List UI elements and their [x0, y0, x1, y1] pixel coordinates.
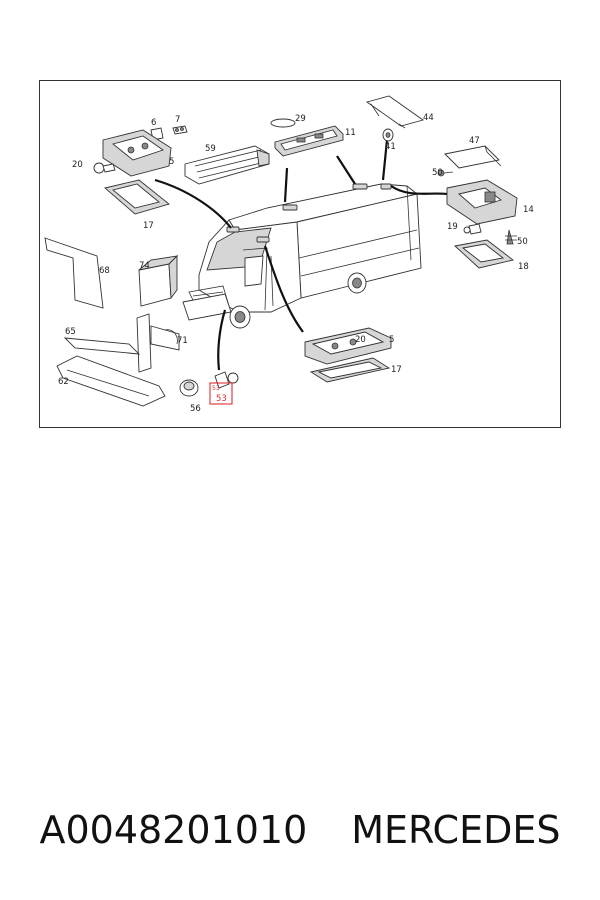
- part-62-lamp-bar: [56, 355, 166, 407]
- part-74-box: [138, 254, 179, 307]
- part-caption: A0048201010 MERCEDES: [0, 800, 600, 860]
- part-20-bulb-top: [93, 162, 116, 174]
- part-50-screw-bottom: [505, 229, 517, 245]
- label-20-bottom: 20: [355, 335, 366, 345]
- label-44: 44: [423, 113, 434, 123]
- part-14-lamp-housing: [446, 179, 518, 225]
- van-illustration: [182, 183, 422, 329]
- label-56: 56: [190, 404, 201, 414]
- label-5-top: 5: [169, 157, 174, 167]
- part-labels: 6 7 29 44 11 59 41 47 20 5 17 50 14 19 5…: [58, 113, 534, 414]
- part-68-panel: [44, 237, 104, 309]
- part-56-cap: [179, 379, 199, 397]
- part-number: A0048201010: [39, 808, 308, 852]
- label-68: 68: [99, 266, 110, 276]
- part-18-lens: [454, 239, 515, 269]
- part-17-lens-bottom: [309, 357, 391, 383]
- part-41-grommet: [382, 128, 394, 142]
- part-7-connector: [172, 125, 188, 135]
- brand-name: MERCEDES: [351, 808, 561, 852]
- part-5-lamp-base-bottom: [304, 327, 392, 365]
- label-29: 29: [295, 114, 306, 124]
- label-17-bottom: 17: [391, 365, 402, 375]
- exploded-view-drawing: 6 7 29 44 11 59 41 47 20 5 17 50 14 19 5…: [39, 80, 561, 428]
- label-47: 47: [469, 136, 480, 146]
- label-18: 18: [518, 262, 529, 272]
- label-65: 65: [65, 327, 76, 337]
- part-5-lamp-base-top: [102, 129, 172, 177]
- label-17-top: 17: [143, 221, 154, 231]
- part-59-long-lamp: [184, 145, 270, 185]
- label-53-small: 53: [212, 385, 220, 392]
- label-74: 74: [139, 261, 150, 271]
- part-29-clip: [270, 118, 296, 128]
- connection-arrows: [154, 139, 448, 371]
- part-44-roof-bracket: [365, 95, 425, 129]
- label-62: 62: [58, 377, 69, 387]
- label-19: 19: [447, 222, 458, 232]
- label-14: 14: [523, 205, 534, 215]
- label-71: 71: [177, 336, 188, 346]
- label-11: 11: [345, 128, 356, 138]
- label-53: 53: [216, 394, 227, 404]
- label-5-bottom: 5: [389, 335, 394, 345]
- part-53-bulb-holder: [214, 371, 239, 389]
- parts-diagram: 6 7 29 44 11 59 41 47 20 5 17 50 14 19 5…: [39, 80, 561, 428]
- part-19-bulb: [463, 223, 482, 235]
- label-7: 7: [175, 115, 180, 125]
- part-65-plate: [63, 337, 141, 355]
- label-20-top: 20: [72, 160, 83, 170]
- label-50-bottom: 50: [517, 237, 528, 247]
- part-17-lens-top: [104, 179, 170, 215]
- part-47-plate: [444, 145, 502, 169]
- part-53-highlight-box: [209, 382, 233, 405]
- part-71-bracket: [136, 313, 180, 373]
- label-6: 6: [151, 118, 156, 128]
- label-50-top: 50: [432, 168, 443, 178]
- label-41: 41: [385, 142, 396, 152]
- label-59: 59: [205, 144, 216, 154]
- part-50-screw-top: [437, 169, 454, 177]
- part-11-roof-lamp: [274, 125, 344, 157]
